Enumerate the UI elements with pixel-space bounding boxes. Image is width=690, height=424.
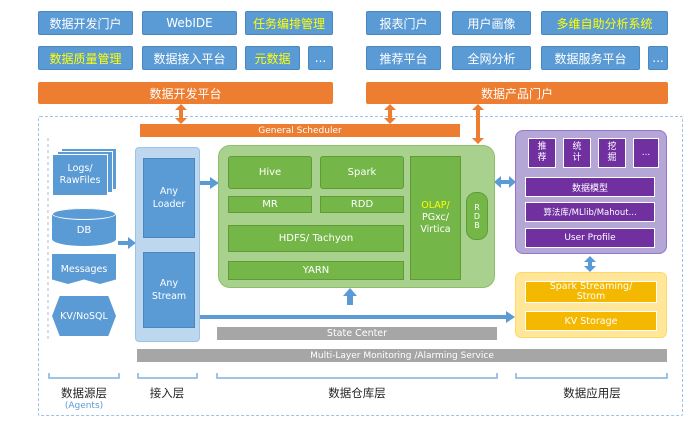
layer-label-warehouse: 数据仓库层 (328, 386, 386, 400)
rdd-box: RDD (320, 196, 404, 213)
layer-label-ingest: 接入层 (149, 386, 185, 400)
olap-label: OLAP/ (421, 200, 450, 211)
hdfs-tachyon-box: HDFS/ Tachyon (228, 225, 404, 252)
olap-self-service-button[interactable]: 多维自助分析系统 (541, 11, 668, 35)
yarn-box: YARN (228, 261, 404, 280)
general-scheduler-label: General Scheduler (258, 125, 342, 136)
tile-mining: 挖 掘 (598, 138, 626, 168)
pgxc-label: PGxc/ (422, 212, 449, 223)
report-portal-button[interactable]: 报表门户 (366, 11, 441, 35)
user-portrait-button[interactable]: 用户画像 (452, 11, 531, 35)
hive-box: Hive (228, 156, 312, 189)
task-orchestration-button[interactable]: 任务编排管理 (245, 11, 333, 35)
layer-label-app: 数据应用层 (563, 386, 621, 400)
webide-button[interactable]: WebIDE (142, 11, 237, 35)
logs-rawfiles-box: Logs/ RawFiles (52, 154, 108, 196)
any-stream-box: Any Stream (143, 252, 195, 328)
any-loader-box: Any Loader (143, 158, 195, 238)
full-network-analysis-button[interactable]: 全网分析 (452, 46, 531, 70)
tile-recommend: 推 荐 (528, 138, 556, 168)
state-center-label: State Center (326, 328, 388, 339)
kv-storage-box: KV Storage (525, 311, 657, 331)
tile-statistics: 统 计 (563, 138, 591, 168)
kv-nosql-box: KV/NoSQL (52, 296, 116, 336)
monitoring-bar: Multi-Layer Monitoring /Alarming Service (137, 349, 667, 362)
more-button-left[interactable]: ... (308, 46, 333, 70)
rdb-box: R D B (466, 192, 488, 240)
more-button-right[interactable]: ... (648, 46, 668, 70)
data-product-portal-bar: 数据产品门户 (366, 82, 668, 104)
mr-box: MR (228, 196, 312, 213)
monitoring-label: Multi-Layer Monitoring /Alarming Service (310, 350, 494, 361)
olap-box: OLAP/ PGxc/ Virtica (410, 156, 461, 280)
data-quality-button[interactable]: 数据质量管理 (38, 46, 133, 70)
spark-box: Spark (320, 156, 404, 189)
dev-platform-bar: 数据开发平台 (38, 82, 333, 104)
kv-nosql-label: KV/NoSQL (60, 310, 108, 322)
data-model-box: 数据模型 (525, 177, 655, 197)
general-scheduler-bar: General Scheduler (140, 124, 460, 137)
logs-rawfiles-stack: Logs/ RawFiles (52, 148, 117, 196)
user-profile-box: User Profile (525, 228, 655, 248)
metadata-button[interactable]: 元数据 (245, 46, 300, 70)
db-cylinder: DB (52, 208, 116, 246)
outer-frame (38, 116, 683, 416)
spark-streaming-box: Spark Streaming/ Strom (525, 281, 657, 303)
dev-portal-button[interactable]: 数据开发门户 (38, 11, 133, 35)
layer-label-source: 数据源层 (61, 386, 107, 400)
recommend-platform-button[interactable]: 推荐平台 (366, 46, 441, 70)
data-ingest-platform-button[interactable]: 数据接入平台 (142, 46, 237, 70)
state-center-bar: State Center (217, 327, 497, 340)
messages-label: Messages (60, 263, 108, 275)
layer-label-source-sub: (Agents) (64, 401, 104, 411)
messages-box: Messages (52, 254, 116, 284)
algorithm-library-box: 算法库/MLlib/Mahout... (525, 202, 655, 222)
data-service-platform-button[interactable]: 数据服务平台 (541, 46, 640, 70)
tile-more: ... (633, 138, 659, 168)
virtica-label: Virtica (420, 224, 451, 235)
db-label: DB (76, 224, 92, 236)
